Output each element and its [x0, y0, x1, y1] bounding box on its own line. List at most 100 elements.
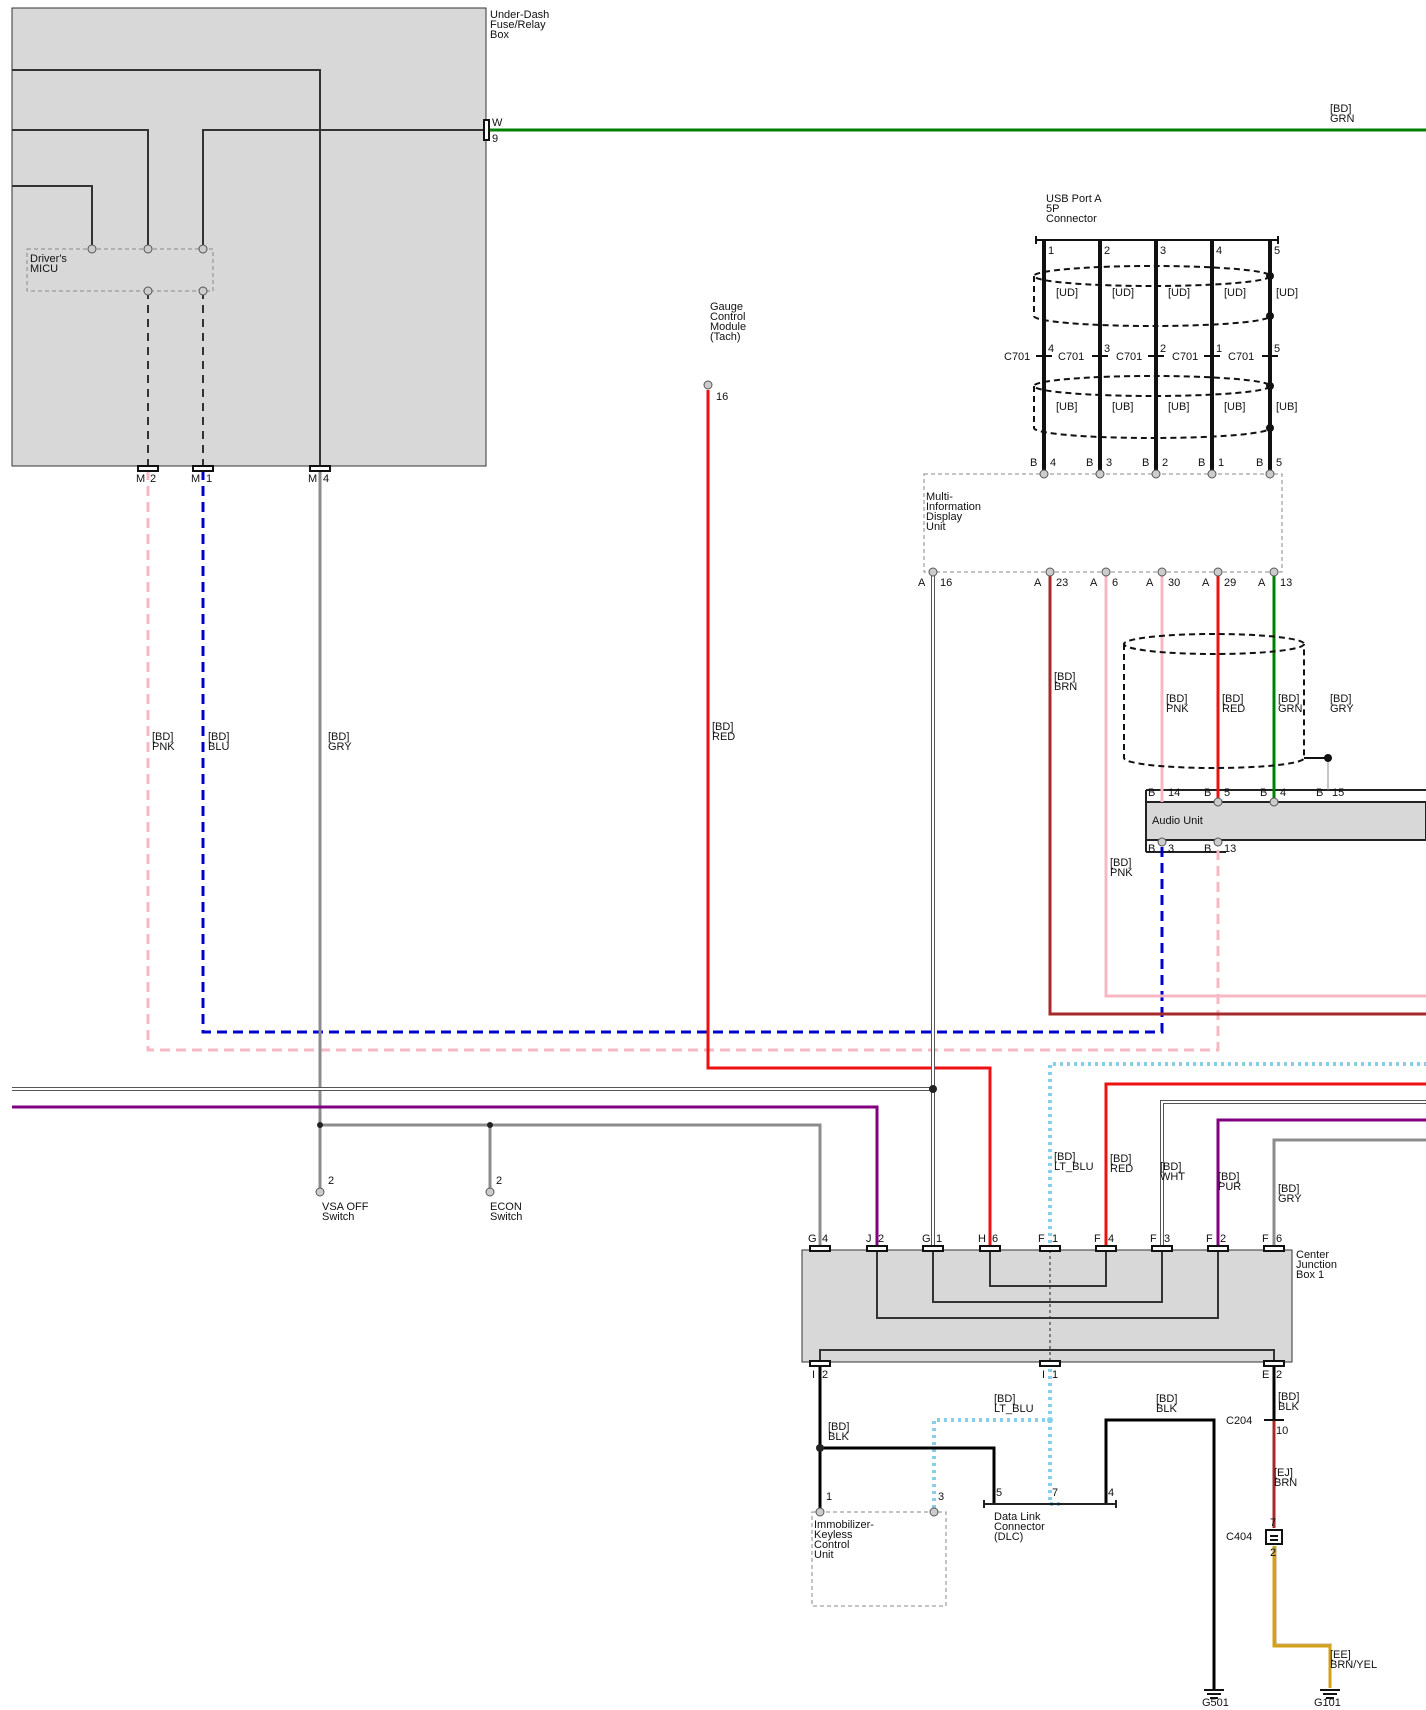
red-wire-f4: [1104, 1082, 1426, 1250]
pin-usb-3: 3: [1160, 245, 1166, 257]
micu-outline: [26, 248, 214, 292]
pin-mid-a-6: A: [1258, 577, 1266, 589]
wire-label-gry-audio: [BD]GRY: [1330, 693, 1354, 715]
pin-au-b-4: B: [1316, 787, 1323, 799]
pin-cjb-f-4: F: [1206, 1233, 1213, 1245]
wire-label-wht: [BD]WHT: [1160, 1161, 1185, 1183]
center-junction-box: [801, 1249, 1293, 1363]
wire-label-red-gauge: [BD]RED: [712, 721, 735, 743]
pin-au-b4: 4: [1280, 787, 1286, 799]
wire-label-blu: [BD]BLU: [208, 731, 229, 753]
pin-cjb-f2: 2: [1220, 1233, 1226, 1245]
pin-au-b-2: B: [1204, 787, 1211, 799]
pin-cjb-f-2: F: [1094, 1233, 1101, 1245]
usb-ud-label-4: [UD]: [1224, 287, 1246, 299]
purple-wire-left: [12, 1105, 879, 1250]
pin-mid-b1: 1: [1218, 457, 1224, 469]
pin-cjb-h: H: [978, 1233, 986, 1245]
wire-label-red-audio: [BD]RED: [1222, 693, 1245, 715]
pin-cjb-i-1: I: [812, 1369, 815, 1381]
pin-mid-b3: 3: [1106, 457, 1112, 469]
red-wire-gauge: [706, 390, 992, 1250]
g501-label: G501: [1202, 1697, 1229, 1709]
ground-g101-icon: [1320, 1689, 1340, 1699]
pin-c701-3: 3: [1104, 343, 1110, 355]
wire-label-blk-immo: [BD]BLK: [828, 1421, 849, 1443]
pin-dlc-7: 7: [1052, 1487, 1058, 1499]
pin-mid-a-2: A: [1034, 577, 1042, 589]
pin-cjb-e2: 2: [1276, 1369, 1282, 1381]
pin-au-b14: 14: [1168, 787, 1180, 799]
pin-au-b-6: B: [1204, 843, 1211, 855]
usb-ub-label-4: [UB]: [1224, 401, 1245, 413]
pin-cjb-i2: 2: [822, 1369, 828, 1381]
pin-m4: 4: [323, 473, 329, 485]
pin-immo-3: 3: [938, 1491, 944, 1503]
audio-unit-label: Audio Unit: [1152, 815, 1203, 827]
purple-wire-f2: [1216, 1118, 1426, 1250]
pin-usb-5: 5: [1274, 245, 1280, 257]
pin-cjb-f6: 6: [1276, 1233, 1282, 1245]
audio-shield: [1123, 633, 1305, 769]
brn-yel-wire-outline: [1275, 1546, 1332, 1645]
connector-tabs: [137, 119, 1285, 1367]
pin-cjb-g4: 4: [822, 1233, 828, 1245]
usb-ud-label-5: [UD]: [1276, 287, 1298, 299]
usb-ub-label-5: [UB]: [1276, 401, 1297, 413]
wire-label-red-cjb: [BD]RED: [1110, 1153, 1133, 1175]
pin-w: W: [492, 117, 503, 129]
pin-mid-b2: 2: [1162, 457, 1168, 469]
pin-circles: [87, 244, 1279, 1517]
audio-unit-box: [1145, 789, 1426, 853]
pin-cjb-g1: 1: [936, 1233, 942, 1245]
pin-usb-4: 4: [1216, 245, 1222, 257]
wire-label-gry-left: [BD]GRY: [328, 731, 352, 753]
pin-au-b5: 5: [1224, 787, 1230, 799]
pin-c701-2: 2: [1160, 343, 1166, 355]
wire-label-blk-dlc: [BD]BLK: [1156, 1393, 1177, 1415]
white-wire-mid-a16: [12, 572, 935, 1250]
junction-dots: [317, 1085, 1053, 1452]
pin-usb-2: 2: [1104, 245, 1110, 257]
pin-cjb-f1: 1: [1052, 1233, 1058, 1245]
pin-mid-a29: 29: [1224, 577, 1236, 589]
pin-cjb-j: J: [866, 1233, 872, 1245]
usb-ub-label-3: [UB]: [1168, 401, 1189, 413]
pin-mid-a-1: A: [918, 577, 926, 589]
pin-cjb-i1: 1: [1052, 1369, 1058, 1381]
c701-label-2: C701: [1058, 351, 1084, 363]
pin-mid-b-2: B: [1086, 457, 1093, 469]
pin-mid-a-3: A: [1090, 577, 1098, 589]
usb-ud-label-2: [UD]: [1112, 287, 1134, 299]
pin-c701-5: 5: [1274, 343, 1280, 355]
wire-label-pnk-mid: [BD]PNK: [1110, 857, 1133, 879]
c701-label-5: C701: [1228, 351, 1254, 363]
pin-m2: 2: [150, 473, 156, 485]
pin-c404-7: 7: [1270, 1517, 1276, 1529]
pin-cjb-g-1: G: [808, 1233, 817, 1245]
wire-label-ee-brn-yel: [EE]BRN/YEL: [1330, 1649, 1377, 1671]
cjb-internal-wires: [819, 1250, 1275, 1362]
wire-label-gry-cjb: [BD]GRY: [1278, 1183, 1302, 1205]
usb-ud-label-3: [UD]: [1168, 287, 1190, 299]
pin-c404-2: 2: [1270, 1547, 1276, 1559]
c404-label: C404: [1226, 1531, 1252, 1543]
black-wire-dlc5: [820, 1446, 996, 1504]
pin-w9: 9: [492, 133, 498, 145]
g101-label: G101: [1314, 1697, 1341, 1709]
pin-mid-b5: 5: [1276, 457, 1282, 469]
usb-ub-label-2: [UB]: [1112, 401, 1133, 413]
pin-usb-1: 1: [1048, 245, 1054, 257]
pin-cjb-g-2: G: [922, 1233, 931, 1245]
pin-c701-1: 1: [1216, 343, 1222, 355]
pin-au-b-5: B: [1148, 843, 1155, 855]
pin-cjb-e: E: [1262, 1369, 1269, 1381]
pin-mid-a-4: A: [1146, 577, 1154, 589]
c404-connector: [1265, 1529, 1283, 1545]
